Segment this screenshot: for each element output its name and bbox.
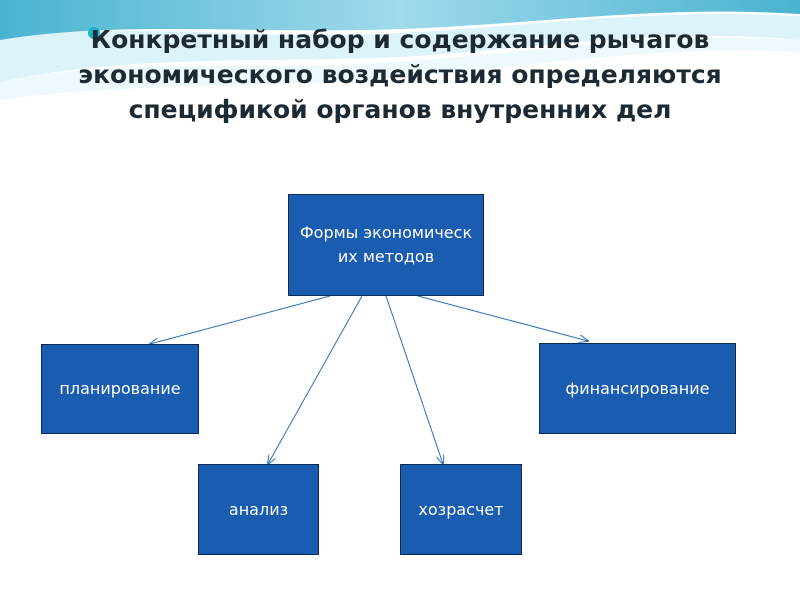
node-costing: хозрасчет (400, 464, 522, 555)
node-financing-label: финансирование (565, 378, 710, 398)
root-node-label: Формы экономических методов (299, 223, 473, 266)
node-analysis: анализ (198, 464, 319, 555)
node-planning: планирование (41, 344, 199, 434)
slide-title: Конкретный набор и содержание рычагов эк… (78, 25, 722, 124)
node-analysis-label: анализ (228, 499, 289, 519)
bullet-icon (88, 27, 100, 39)
node-costing-label: хозрасчет (418, 499, 504, 519)
root-node: Формы экономических методов (288, 194, 484, 296)
node-planning-label: планирование (59, 379, 181, 398)
node-financing: финансирование (539, 343, 736, 434)
